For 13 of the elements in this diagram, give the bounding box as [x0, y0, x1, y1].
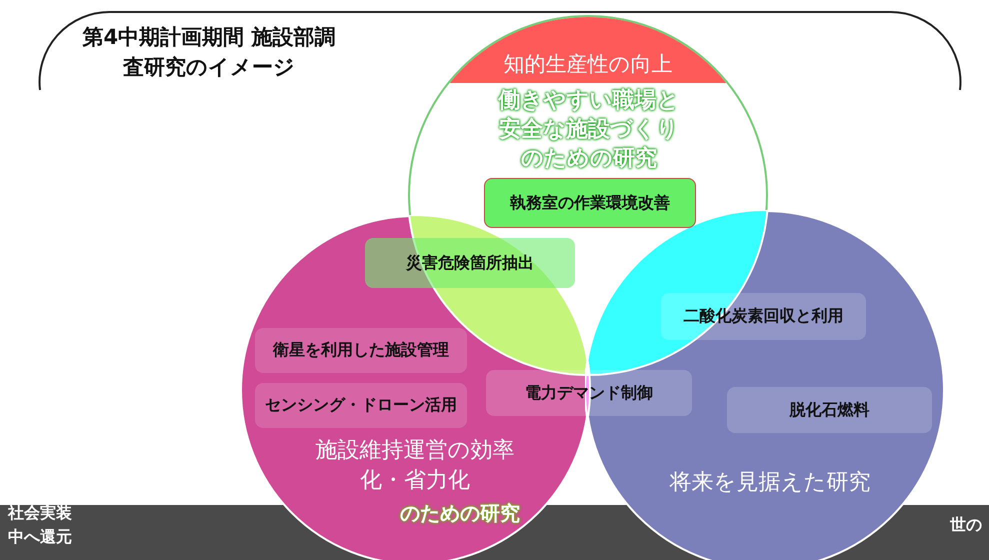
footer-label: 中へ還元	[8, 527, 72, 548]
circle-caption: のための研究	[399, 500, 521, 527]
research-topic-box: 衛星を利用した施設管理	[255, 328, 467, 373]
research-topic-box: 脱化石燃料	[727, 387, 932, 433]
footer-label: 社会実装	[8, 503, 72, 524]
circle-caption: 働きやすい職場と安全な施設づくりのための研究	[496, 86, 680, 173]
circle-caption: 将来を見据えた研究	[668, 469, 872, 497]
research-topic-box: センシング・ドローン活用	[255, 383, 467, 428]
research-topic-box: 災害危険箇所抽出	[365, 238, 575, 288]
circle-heading: 施設維持運営の効率化・省力化	[314, 437, 516, 495]
footer-label: 世の	[950, 515, 982, 536]
research-topic-box: 執務室の作業環境改善	[484, 178, 696, 228]
circle-heading: 知的生産性の向上	[502, 51, 674, 78]
